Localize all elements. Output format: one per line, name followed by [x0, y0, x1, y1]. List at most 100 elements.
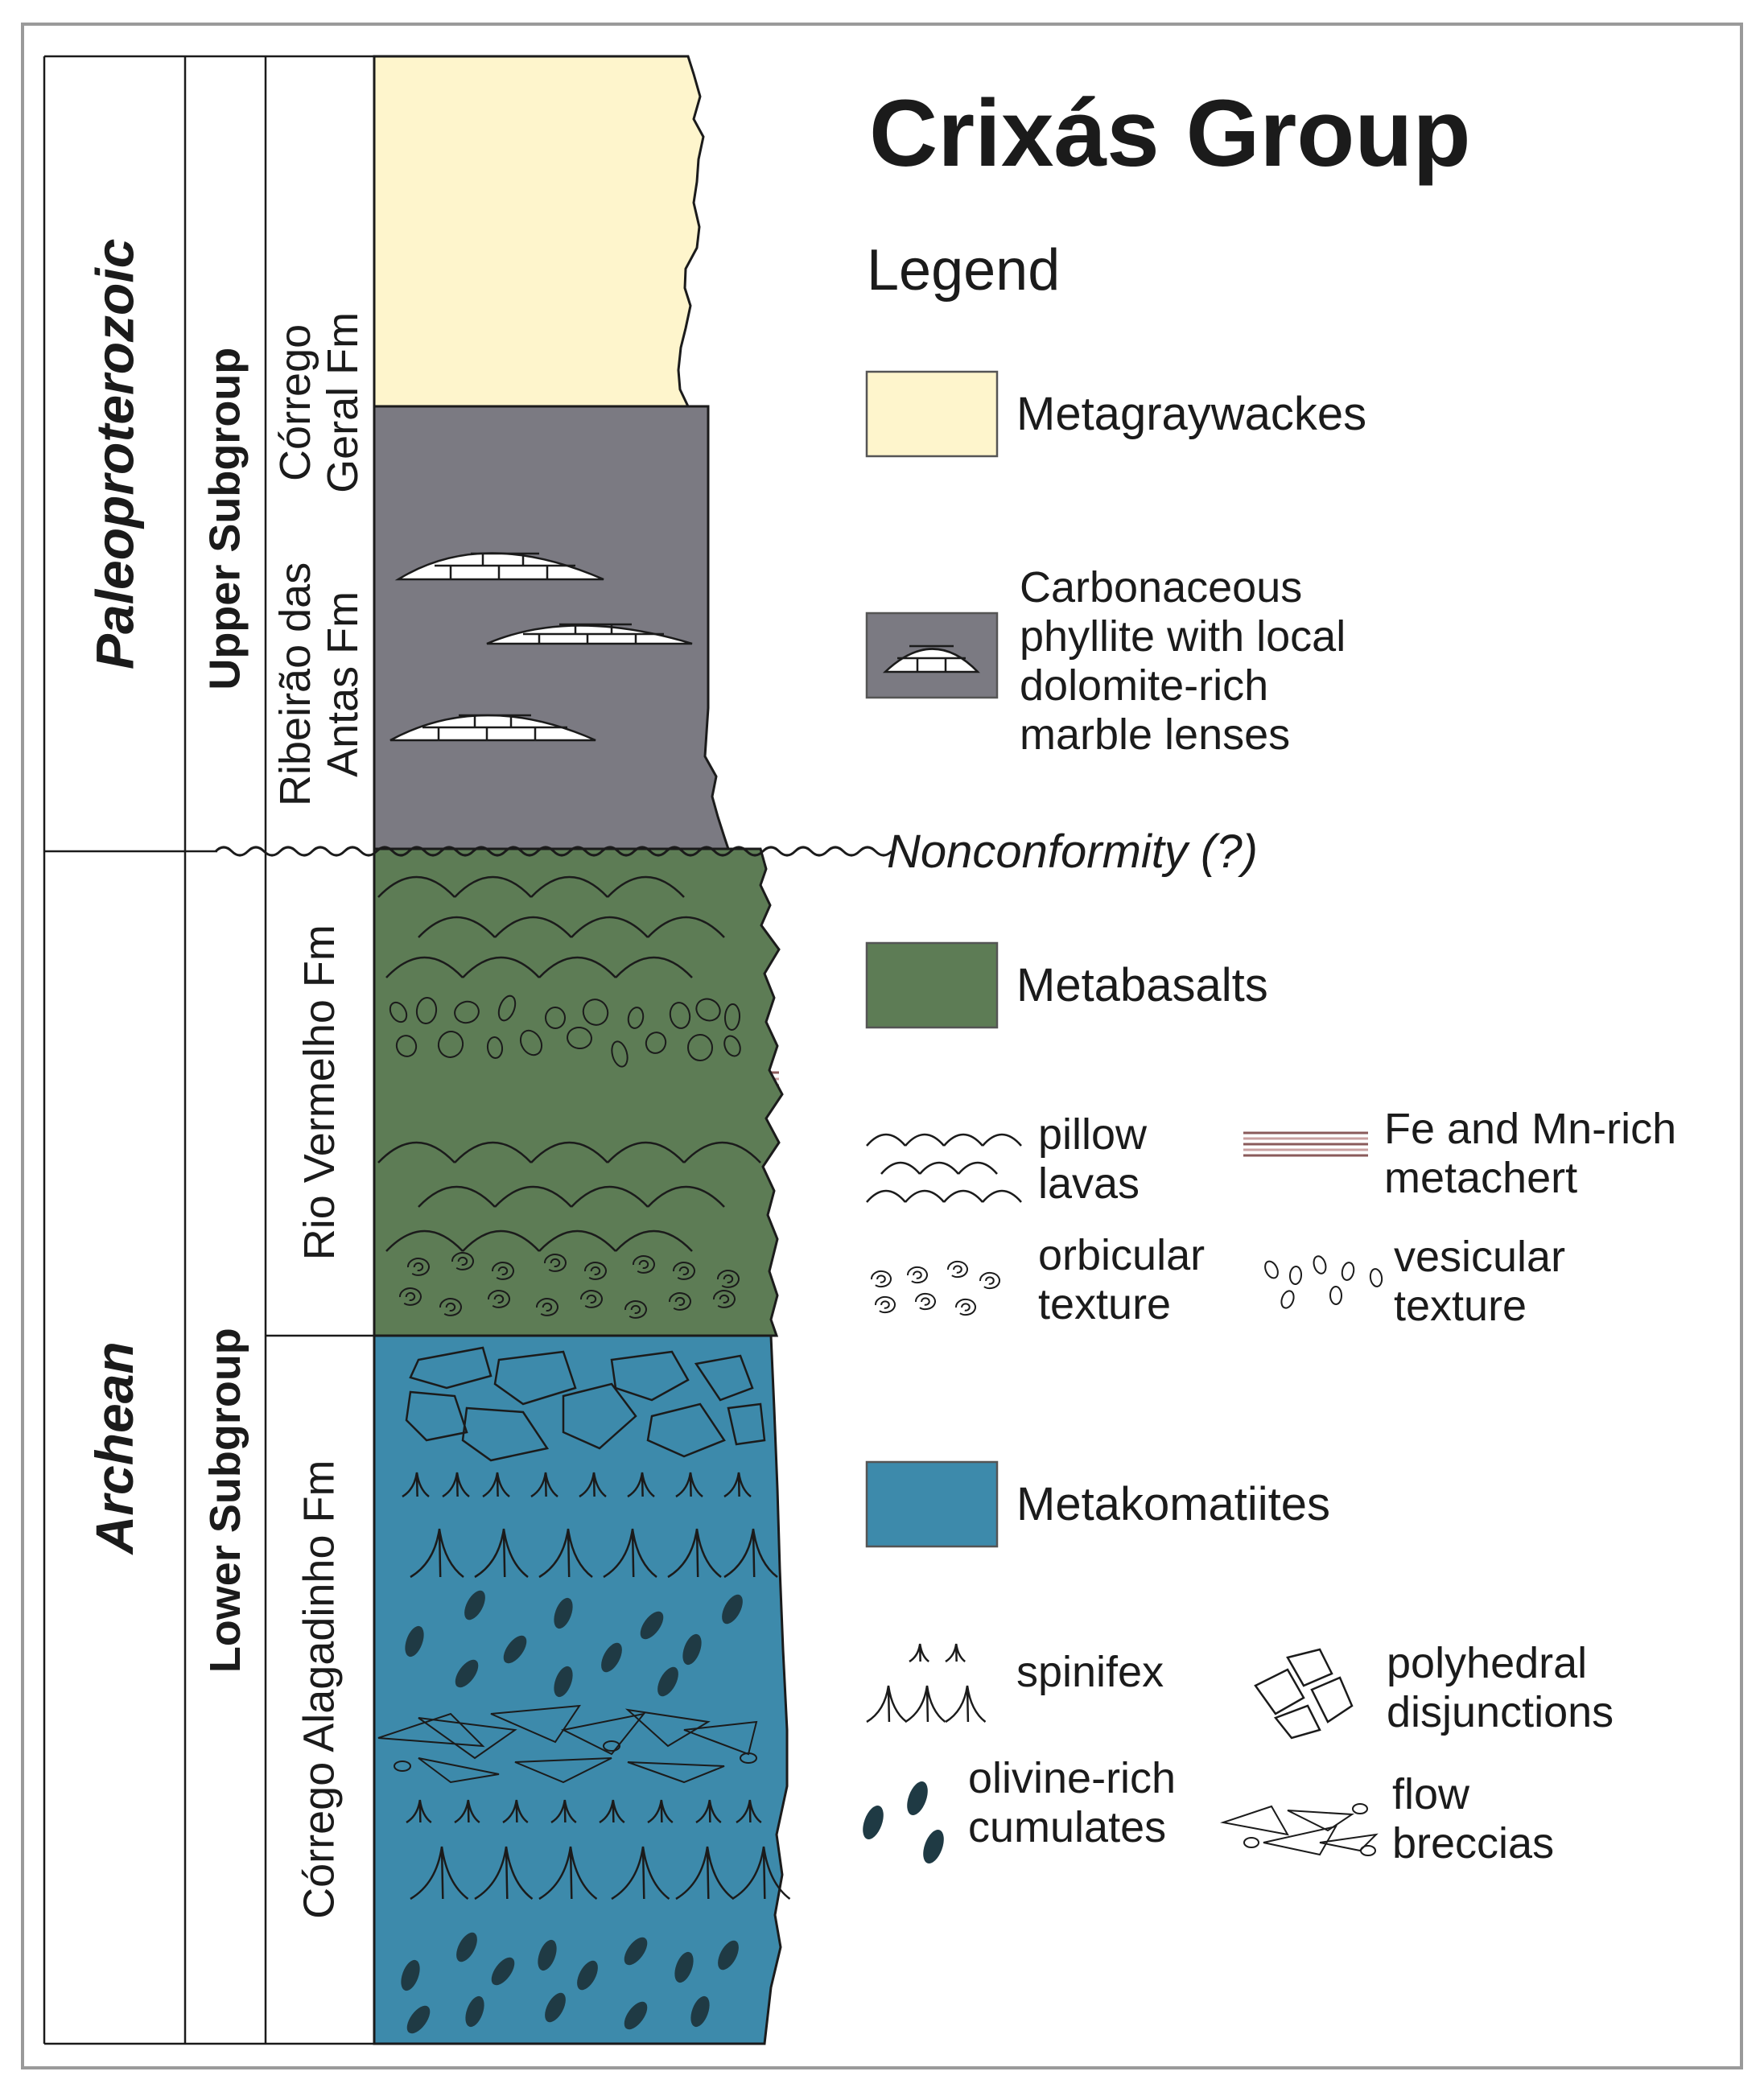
polyhedral-icon: [1254, 1648, 1354, 1740]
vesicle-mark: [567, 1026, 592, 1050]
spinifex-mark: [482, 1472, 510, 1498]
olivine-mark: [863, 1805, 884, 1840]
spinifex-mark: [945, 1643, 966, 1663]
spinifex-mark: [667, 1528, 722, 1579]
pillow-mark: [943, 1189, 983, 1203]
subgroup-lower: Lower Subgroup: [200, 1328, 249, 1674]
spinifex-mark: [538, 1846, 598, 1901]
pillow-mark: [982, 1133, 1022, 1147]
orbicular-mark: [946, 1260, 968, 1279]
vesicle-mark: [415, 997, 438, 1024]
pillow-mark: [607, 1141, 685, 1163]
orbicular-mark: [624, 1300, 647, 1319]
breccia-mark: [1263, 1825, 1337, 1856]
olivine-mark: [640, 1611, 664, 1640]
pillow-lava-icon: [866, 1133, 1022, 1203]
orbicular-mark: [535, 1298, 558, 1316]
vesicle-mark: [1288, 1266, 1303, 1285]
olivine-mark: [401, 1959, 420, 1991]
orbicular-mark: [579, 1290, 603, 1308]
pillow-mark: [377, 875, 455, 898]
spinifex-mark: [695, 1799, 722, 1824]
breccia-mark: [627, 1761, 725, 1784]
metachert-icon: [1243, 1131, 1368, 1157]
spinifex-mark: [866, 1685, 908, 1723]
polyhedral-mark: [694, 1354, 754, 1402]
figure-border: [21, 23, 1743, 2069]
vesicle-mark: [686, 1034, 714, 1061]
vesicle-mark: [497, 995, 517, 1022]
olivine-mark: [601, 1642, 622, 1673]
breccia-mark: [394, 1760, 411, 1772]
pillow-mark: [418, 916, 496, 938]
spinifex-mark: [603, 1528, 657, 1579]
pillow-mark: [418, 1185, 496, 1208]
orbicular-mark: [870, 1270, 892, 1288]
olivine-mark: [455, 1659, 479, 1688]
spinifex-mark: [647, 1799, 674, 1824]
metabasalt-swatch: [865, 941, 999, 1029]
breccia-mark: [490, 1704, 581, 1744]
polyhedral-mark: [1286, 1648, 1333, 1687]
olivine-mark: [624, 1937, 648, 1966]
marble-lens: [389, 714, 596, 742]
stratigraphy-table-grid: [43, 55, 688, 2045]
olivine-mark: [538, 1939, 557, 1971]
vesicle-mark: [486, 1036, 504, 1059]
orbicular-mark: [487, 1290, 510, 1308]
vesicle-mark: [437, 1031, 464, 1058]
pillow-mark: [982, 1189, 1022, 1203]
breccia-mark: [1352, 1803, 1368, 1814]
vesicle-mark: [395, 1035, 418, 1057]
spinifex-mark: [723, 1528, 778, 1579]
polyhedral-mark: [646, 1402, 726, 1458]
olivine-mark: [690, 1995, 710, 2028]
pillow-mark: [385, 1229, 464, 1252]
breccia-mark: [418, 1757, 500, 1784]
vesicle-mark: [695, 998, 721, 1022]
polyhedral-mark: [1254, 1668, 1305, 1715]
spinifex-icon: [866, 1643, 987, 1723]
olivine-mark: [465, 1995, 484, 2028]
subgroup-upper: Upper Subgroup: [200, 348, 249, 690]
pillow-mark: [880, 1161, 921, 1175]
orbicular-mark: [491, 1262, 514, 1280]
breccia-mark: [1287, 1810, 1355, 1832]
vesicle-mark: [1329, 1286, 1343, 1305]
orbicular-mark: [979, 1271, 1000, 1290]
marble-lens: [394, 552, 604, 581]
breccia-mark: [418, 1717, 517, 1760]
olivine-mark: [464, 1590, 485, 1620]
spinifex-mark: [410, 1846, 469, 1901]
breccia-mark: [1319, 1833, 1379, 1852]
olivine-cumulate-icon: [863, 1781, 944, 1864]
vesicle-mark: [627, 1007, 645, 1029]
pillow-mark: [905, 1189, 945, 1203]
polyhedral-mark: [1310, 1676, 1354, 1723]
spinifex-mark: [502, 1799, 529, 1824]
pillow-mark: [538, 1229, 616, 1252]
breccia-mark: [740, 1752, 757, 1764]
flow-breccia-icon: [1220, 1803, 1379, 1856]
spinifex-mark: [945, 1685, 987, 1723]
olivine-mark: [503, 1635, 527, 1664]
pillow-mark: [958, 1161, 998, 1175]
polyhedral-mark: [610, 1350, 690, 1402]
orbicular-mark: [439, 1298, 462, 1316]
olivine-mark: [554, 1597, 573, 1629]
olivine-mark: [722, 1594, 743, 1625]
eon-archean: Archean: [84, 1340, 145, 1555]
legend-metakomatiites: Metakomatiites: [1016, 1478, 1331, 1530]
vesicle-mark: [1341, 1262, 1355, 1281]
orbicular-mark: [672, 1262, 695, 1280]
orbicular-mark: [716, 1270, 740, 1288]
spinifex-mark: [599, 1799, 625, 1824]
polyhedral-mark: [562, 1382, 637, 1450]
spinifex-mark: [675, 1846, 735, 1901]
pillow-mark: [571, 916, 649, 938]
